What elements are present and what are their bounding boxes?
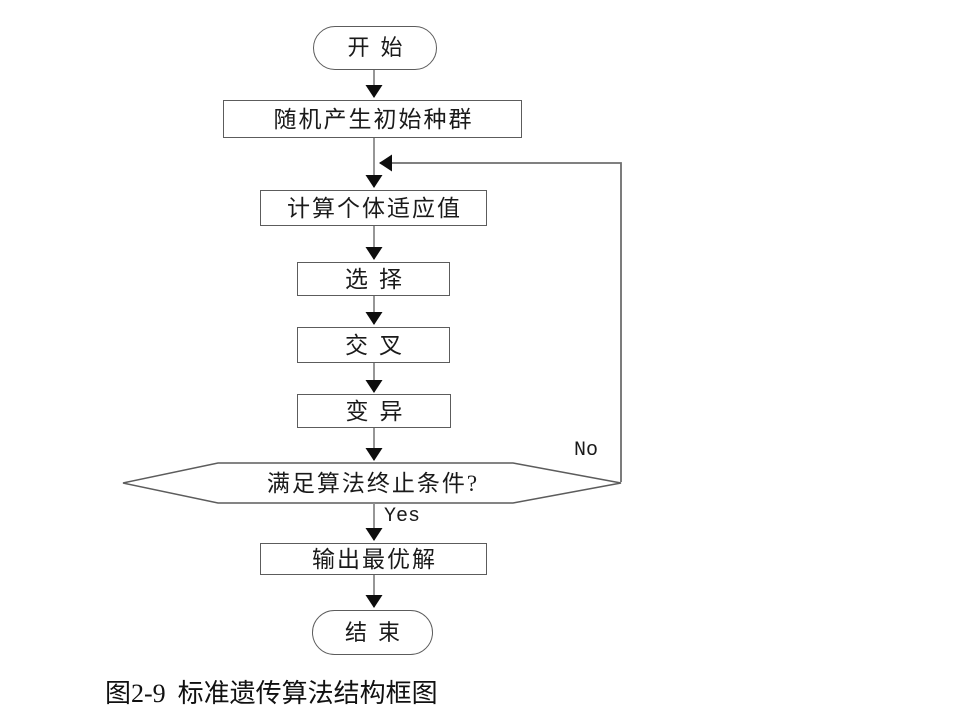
node-termination-check: 满足算法终止条件? (266, 470, 480, 496)
edge-no-feedback (379, 154, 622, 482)
figure-caption-number: 图2-9 (105, 679, 166, 708)
node-selection: 选择 (297, 262, 450, 296)
node-start: 开始 (313, 26, 437, 70)
figure-caption: 图2-9 标准遗传算法结构框图 (105, 679, 438, 709)
edge-label-yes: Yes (384, 505, 421, 528)
edge-label-no: No (574, 439, 599, 462)
node-init-population: 随机产生初始种群 (223, 100, 522, 138)
node-crossover: 交叉 (297, 327, 450, 363)
node-fitness: 计算个体适应值 (260, 190, 487, 226)
node-mutation: 变异 (297, 394, 451, 428)
figure-caption-title: 标准遗传算法结构框图 (177, 679, 438, 708)
node-end: 结束 (312, 610, 433, 655)
decision-hexagon-shape (122, 462, 622, 504)
node-output-best: 输出最优解 (260, 543, 487, 575)
